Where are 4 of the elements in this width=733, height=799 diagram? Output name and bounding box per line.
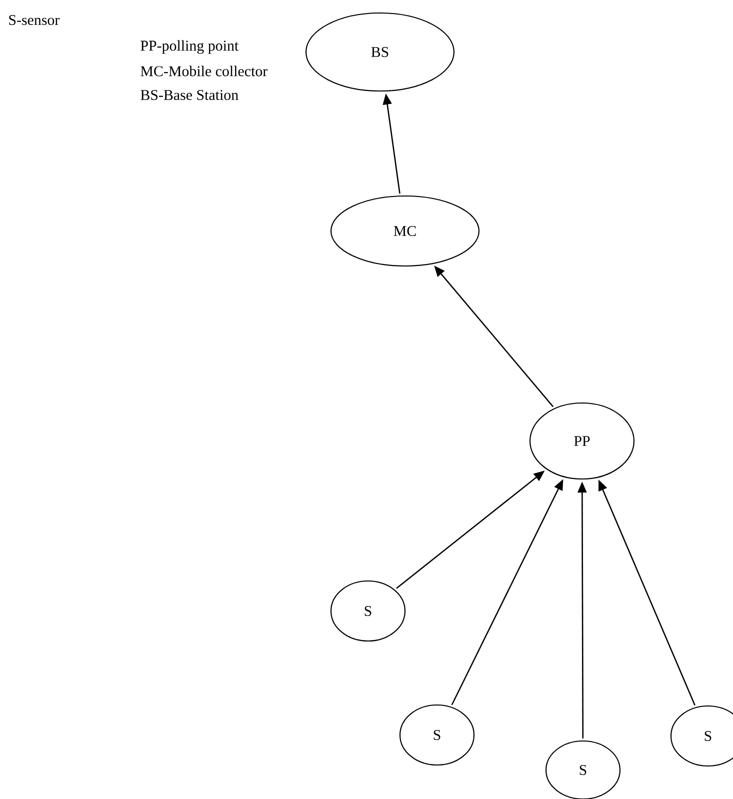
- legend-text: BS-Base Station: [140, 90, 238, 100]
- legend-text: S-sensor: [9, 15, 60, 26]
- legend-text: MC-Mobile collector: [140, 66, 268, 76]
- legend-text: PP-polling point: [140, 40, 238, 54]
